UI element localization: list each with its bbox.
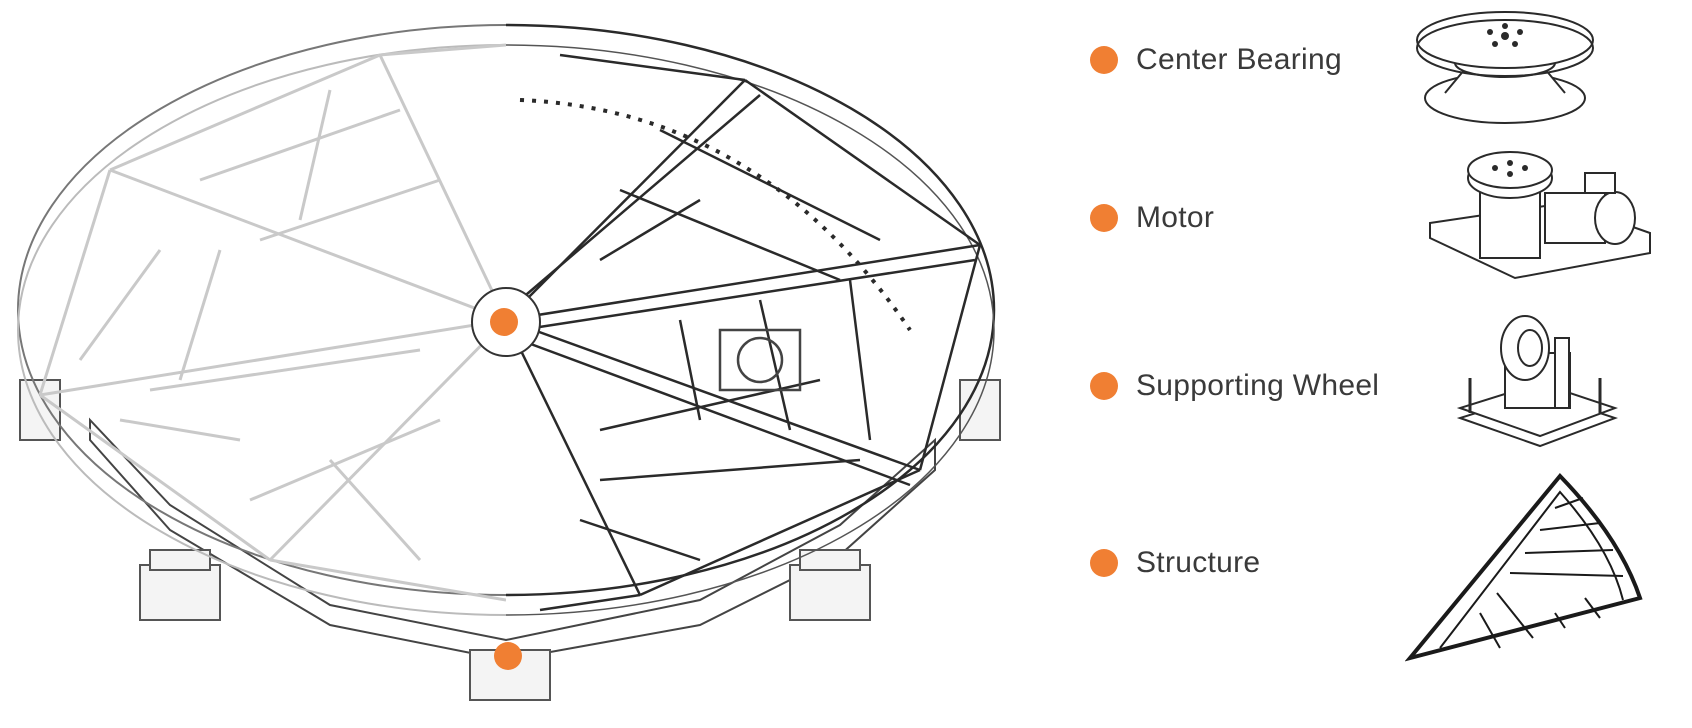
legend-label: Supporting Wheel <box>1136 369 1380 402</box>
motor-icon <box>1429 151 1651 280</box>
orange-dot-icon <box>1090 549 1118 577</box>
center-bearing-marker <box>490 308 518 336</box>
legend-label: Motor <box>1136 201 1215 234</box>
legend-item-motor: Motor <box>1090 198 1214 238</box>
legend-label: Center Bearing <box>1136 43 1342 76</box>
orange-dot-icon <box>1090 372 1118 400</box>
drive-gear-ring <box>519 98 912 332</box>
base-platform <box>89 417 936 662</box>
legend-item-center-bearing: Center Bearing <box>1090 40 1342 80</box>
legend-label: Structure <box>1136 546 1261 579</box>
structure-faded-half <box>17 24 506 616</box>
support-feet <box>19 379 1001 701</box>
orange-dot-icon <box>1090 46 1118 74</box>
legend-item-supporting-wheel: Supporting Wheel <box>1090 366 1379 406</box>
orange-dot-icon <box>1090 204 1118 232</box>
legend-item-structure: Structure <box>1090 543 1260 583</box>
turntable-illustration <box>17 23 1001 701</box>
center-bearing-icon <box>1416 11 1594 124</box>
structure-sector-icon <box>1405 473 1643 662</box>
motor-marker <box>494 642 522 670</box>
supporting-wheel-icon <box>1456 315 1619 448</box>
structure-detailed-half <box>506 23 996 616</box>
